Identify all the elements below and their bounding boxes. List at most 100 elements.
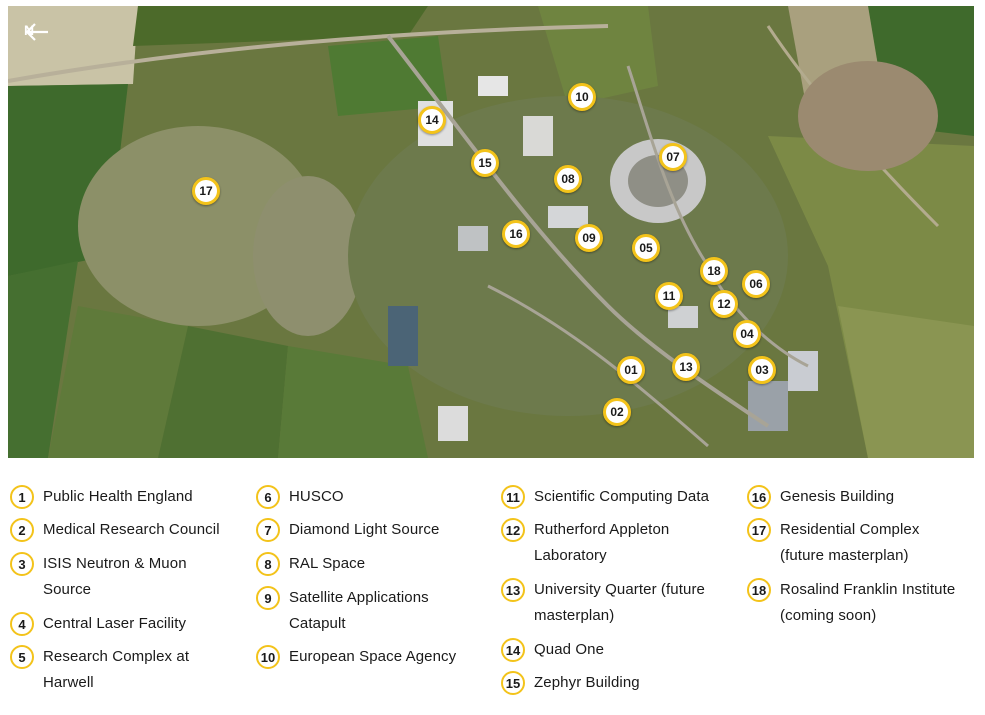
- legend-item: 1 Public Health England: [10, 484, 193, 510]
- legend-label-line: HUSCO: [289, 488, 344, 505]
- map-marker-rosalind-franklin[interactable]: 18: [700, 257, 728, 285]
- legend-label: Scientific Computing Data: [534, 484, 709, 510]
- legend-label-line: Quad One: [534, 641, 605, 658]
- map-marker-university-quarter[interactable]: 13: [672, 353, 700, 381]
- legend-label-line: Laboratory: [534, 547, 607, 564]
- legend-number-badge: 5: [10, 645, 34, 669]
- map-marker-satellite-catapult[interactable]: 09: [575, 224, 603, 252]
- legend-label: RAL Space: [289, 551, 365, 577]
- legend-item: 6 HUSCO: [256, 484, 344, 510]
- legend-label-line: RAL Space: [289, 555, 366, 572]
- aerial-photo: [8, 6, 974, 458]
- legend-label: Research Complex at Harwell: [43, 644, 189, 696]
- legend-number-badge: 3: [10, 552, 34, 576]
- legend-label-line: Residential Complex: [780, 521, 920, 538]
- legend-item: 15 Zephyr Building: [501, 670, 640, 696]
- legend-label-line: ISIS Neutron & Muon: [43, 555, 187, 572]
- legend-label: Public Health England: [43, 484, 193, 510]
- map-marker-quad-one[interactable]: 14: [418, 106, 446, 134]
- legend-number-badge: 15: [501, 671, 525, 695]
- legend-label-line: European Space Agency: [289, 648, 457, 665]
- legend-label-line: Rutherford Appleton: [534, 521, 670, 538]
- legend-label-line: University Quarter (future: [534, 581, 705, 598]
- map-marker-scientific-computing[interactable]: 11: [655, 282, 683, 310]
- legend-item: 5 Research Complex at Harwell: [10, 644, 189, 696]
- legend-number-badge: 10: [256, 645, 280, 669]
- map-marker-rutherford-appleton[interactable]: 12: [710, 290, 738, 318]
- map-marker-isis[interactable]: 03: [748, 356, 776, 384]
- legend-number-badge: 8: [256, 552, 280, 576]
- legend-label-line: Research Complex at: [43, 648, 190, 665]
- legend-number-badge: 12: [501, 518, 525, 542]
- legend-number-badge: 14: [501, 638, 525, 662]
- legend-label-line: Diamond Light Source: [289, 521, 440, 538]
- legend-item: 18 Rosalind Franklin Institute (coming soo…: [747, 577, 955, 629]
- map-marker-ral-space[interactable]: 08: [554, 165, 582, 193]
- map-marker-medical-research-council[interactable]: 02: [603, 398, 631, 426]
- legend-label: Genesis Building: [780, 484, 894, 510]
- legend-item: 16 Genesis Building: [747, 484, 894, 510]
- legend-number-badge: 9: [256, 586, 280, 610]
- legend-label: Zephyr Building: [534, 670, 640, 696]
- legend-number-badge: 6: [256, 485, 280, 509]
- legend-item: 2 Medical Research Council: [10, 517, 220, 543]
- map-marker-public-health-england[interactable]: 01: [617, 356, 645, 384]
- legend-label-line: Central Laser Facility: [43, 615, 187, 632]
- map-marker-diamond[interactable]: 07: [659, 143, 687, 171]
- legend-label: HUSCO: [289, 484, 344, 510]
- legend-number-badge: 17: [747, 518, 771, 542]
- legend-label-line: masterplan): [534, 607, 615, 624]
- legend-label: Residential Complex (future masterplan): [780, 517, 919, 569]
- map-marker-genesis[interactable]: 16: [502, 220, 530, 248]
- legend-label-line: Source: [43, 581, 92, 598]
- legend-label-line: Catapult: [289, 615, 346, 632]
- legend-label-line: Scientific Computing Data: [534, 488, 710, 505]
- legend-label: Medical Research Council: [43, 517, 220, 543]
- legend-label-line: Harwell: [43, 674, 94, 691]
- legend-label-line: Genesis Building: [780, 488, 895, 505]
- legend-label: Quad One: [534, 637, 604, 663]
- legend-label: European Space Agency: [289, 644, 456, 670]
- legend-number-badge: 2: [10, 518, 34, 542]
- map-marker-central-laser-facility[interactable]: 04: [733, 320, 761, 348]
- legend-item: 17 Residential Complex (future masterplan): [747, 517, 919, 569]
- legend-item: 10 European Space Agency: [256, 644, 456, 670]
- legend-number-badge: 4: [10, 612, 34, 636]
- map-marker-husco[interactable]: 06: [742, 270, 770, 298]
- legend-label-line: Public Health England: [43, 488, 193, 505]
- map-marker-zephyr[interactable]: 15: [471, 149, 499, 177]
- legend-number-badge: 13: [501, 578, 525, 602]
- legend-label-line: Medical Research Council: [43, 521, 220, 538]
- legend-item: 7 Diamond Light Source: [256, 517, 439, 543]
- legend-label: Diamond Light Source: [289, 517, 439, 543]
- legend-label-line: Rosalind Franklin Institute: [780, 581, 956, 598]
- legend-number-badge: 11: [501, 485, 525, 509]
- legend-label: Rosalind Franklin Institute (coming soon): [780, 577, 955, 629]
- legend-number-badge: 16: [747, 485, 771, 509]
- legend-number-badge: 1: [10, 485, 34, 509]
- legend-label-line: (coming soon): [780, 607, 877, 624]
- map-marker-esa[interactable]: 10: [568, 83, 596, 111]
- legend-item: 4 Central Laser Facility: [10, 611, 186, 637]
- legend-label: Central Laser Facility: [43, 611, 186, 637]
- legend-item: 8 RAL Space: [256, 551, 365, 577]
- arrow-left-icon: [25, 23, 48, 41]
- legend-label: University Quarter (future masterplan): [534, 577, 705, 629]
- legend-label-line: (future masterplan): [780, 547, 909, 564]
- legend-label-line: Zephyr Building: [534, 674, 640, 691]
- legend-number-badge: 18: [747, 578, 771, 602]
- map-marker-residential-complex[interactable]: 17: [192, 177, 220, 205]
- legend-item: 14 Quad One: [501, 637, 604, 663]
- legend-item: 11 Scientific Computing Data: [501, 484, 709, 510]
- map-marker-research-complex[interactable]: 05: [632, 234, 660, 262]
- legend-number-badge: 7: [256, 518, 280, 542]
- legend-label-line: Satellite Applications: [289, 589, 429, 606]
- legend-item: 13 University Quarter (future masterplan): [501, 577, 705, 629]
